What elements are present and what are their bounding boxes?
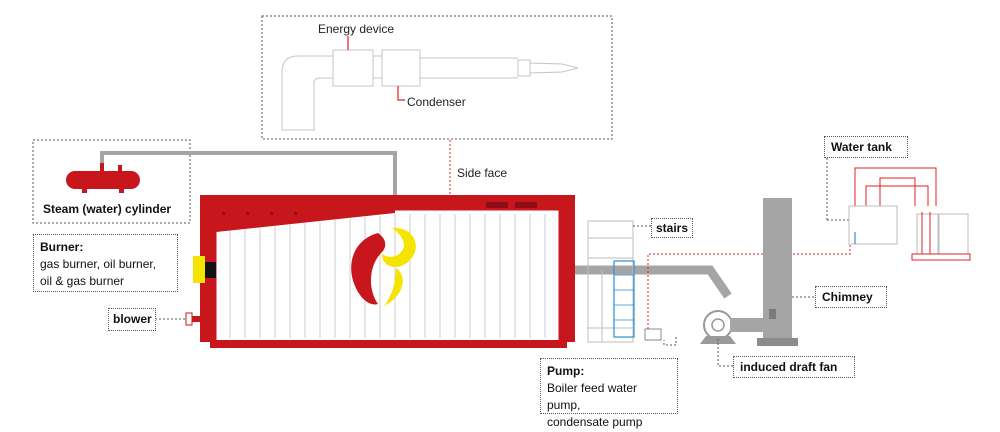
flue-duct <box>575 265 732 299</box>
pump-line-2: condensate pump <box>547 415 643 429</box>
water-tank-callout: Water tank <box>824 136 908 158</box>
stairs-callout: stairs <box>651 218 693 238</box>
energy-device-shape <box>332 49 374 87</box>
blower-callout: blower <box>108 308 156 331</box>
chimney-label: Chimney <box>822 290 873 304</box>
water-tank-label: Water tank <box>831 140 892 154</box>
flue-elbow <box>281 55 333 131</box>
condenser-shape <box>381 49 421 87</box>
steam-cylinder-drawing <box>66 163 140 193</box>
stairs-structure <box>587 220 634 343</box>
chimney-callout: Chimney <box>815 286 887 308</box>
stairs-label: stairs <box>656 221 689 235</box>
blower-label: blower <box>113 312 152 326</box>
blower-shape <box>185 302 216 336</box>
chimney-shape <box>757 198 798 346</box>
induced-draft-fan-callout: induced draft fan <box>733 356 855 378</box>
energy-device-label: Energy device <box>318 22 395 36</box>
side-face-callout-box <box>261 15 613 140</box>
boiler-fins <box>229 214 546 338</box>
condenser-label: Condenser <box>407 95 466 109</box>
boiler-top-band <box>216 210 395 232</box>
burner-line-1: gas burner, oil burner, <box>40 257 157 271</box>
flue-nozzle <box>529 62 579 74</box>
feed-water-line <box>647 244 851 329</box>
burner-shape <box>193 256 205 283</box>
steam-drum <box>66 171 140 189</box>
side-face-drawing <box>281 49 579 131</box>
induced-draft-fan-shape <box>700 310 764 344</box>
pump-line-1: Boiler feed water pump, <box>547 381 638 412</box>
pump-title: Pump: <box>547 364 585 378</box>
side-face-label: Side face <box>457 166 508 180</box>
burner-line-2: oil & gas burner <box>40 274 125 288</box>
burner-callout: Burner: gas burner, oil burner, oil & ga… <box>33 234 178 292</box>
steam-pipe <box>100 151 397 197</box>
company-logo <box>351 227 416 306</box>
condenser-leader <box>397 86 405 101</box>
pump-callout: Pump: Boiler feed water pump, condensate… <box>540 358 678 429</box>
steam-cylinder-label: Steam (water) cylinder <box>43 202 172 216</box>
water-tank-drawing <box>848 167 971 261</box>
burner-title: Burner: <box>40 240 84 254</box>
pump-shape <box>644 328 662 341</box>
stairs-ladder <box>613 260 635 338</box>
induced-draft-fan-label: induced draft fan <box>740 360 838 374</box>
boiler-body <box>200 195 575 348</box>
burner-connector <box>205 262 216 278</box>
